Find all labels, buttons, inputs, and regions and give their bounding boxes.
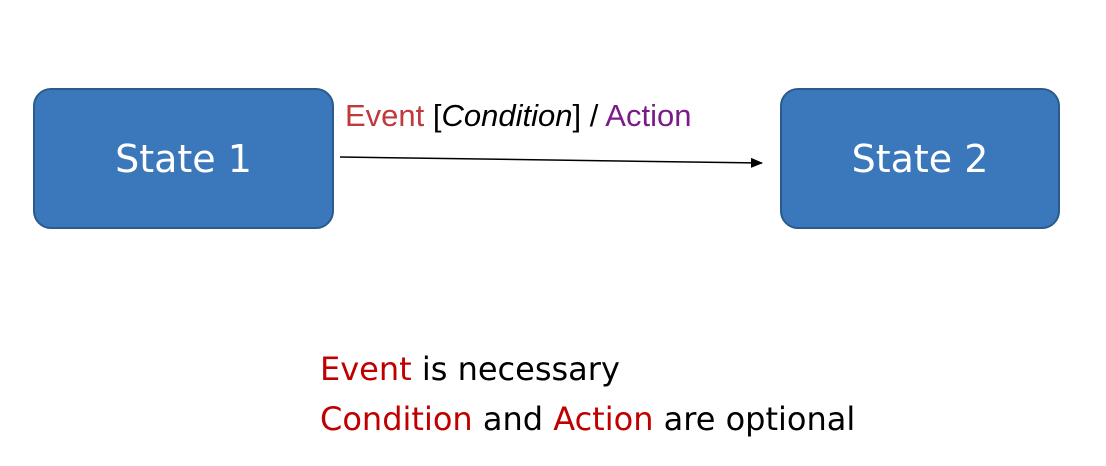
note2-rest: are optional: [663, 400, 856, 438]
transition-open-bracket: [: [432, 98, 442, 133]
note1-event: Event: [320, 350, 412, 388]
note2-and: and: [482, 400, 544, 438]
transition-event: Event: [345, 98, 425, 133]
note2-action: Action: [553, 400, 654, 438]
transition-line: [339, 156, 763, 168]
state-2-node: State 2: [780, 88, 1060, 229]
note-event-necessary: Event is necessary: [320, 350, 620, 388]
state-2-label: State 2: [851, 136, 989, 181]
transition-action: Action: [605, 98, 692, 133]
state-1-label: State 1: [115, 136, 252, 181]
state-1-node: State 1: [33, 88, 334, 229]
transition-close-bracket: ]: [572, 98, 582, 133]
transition-label: Event [Condition] / Action: [345, 98, 691, 134]
note1-rest: is necessary: [421, 350, 620, 388]
transition-condition: Condition: [441, 98, 573, 133]
transition-slash: /: [589, 98, 599, 133]
note-optional: Condition and Action are optional: [320, 400, 855, 438]
note2-condition: Condition: [320, 400, 473, 438]
